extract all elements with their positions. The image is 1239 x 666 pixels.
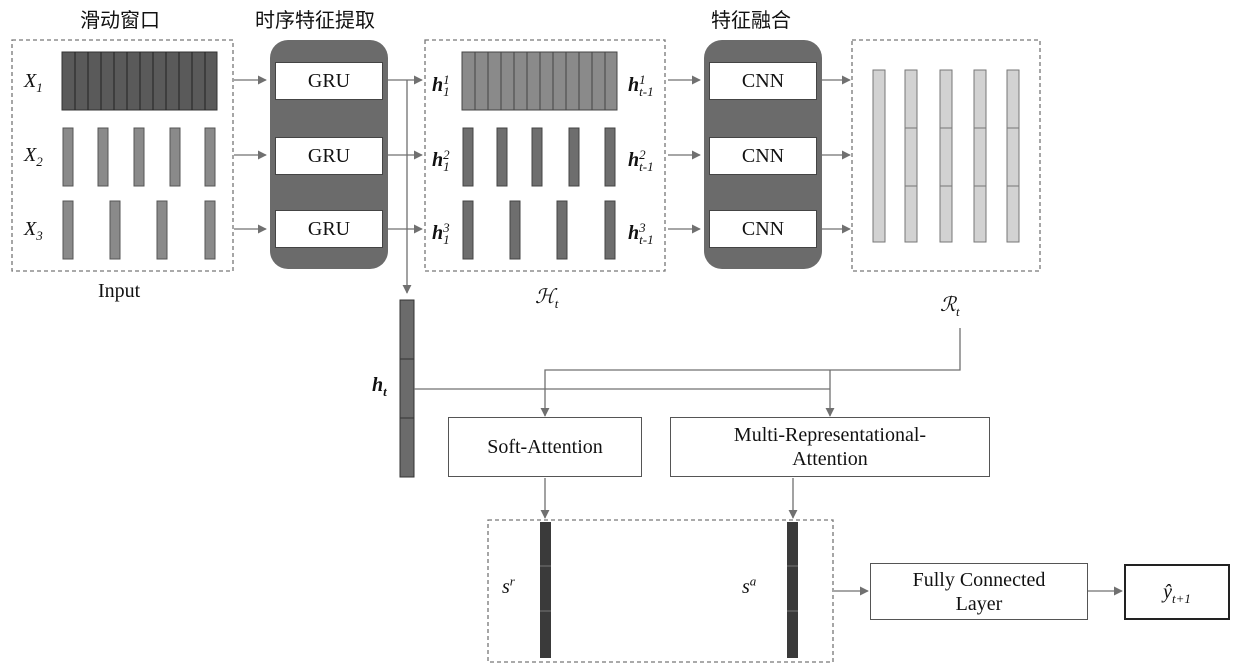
h1-sequence	[461, 51, 618, 111]
fc-line2: Layer	[955, 592, 1003, 615]
R-t-label: ℛt	[940, 294, 960, 319]
x1-label: X1	[24, 70, 43, 95]
cnn-cell-3: CNN	[709, 210, 817, 248]
multi-rep-attention-box: Multi-Representational- Attention	[670, 417, 990, 477]
x2-label: X2	[24, 144, 43, 169]
h2-sequence	[462, 127, 616, 187]
header-temporal-feature: 时序特征提取	[255, 8, 375, 32]
output-label: ŷt+1	[1163, 581, 1191, 606]
sr-column	[540, 522, 551, 658]
input-label: Input	[98, 280, 141, 302]
sa-column	[787, 522, 798, 658]
x2-sequence	[62, 127, 216, 187]
r-columns	[872, 69, 1020, 243]
multi-rep-attention-line1: Multi-Representational-	[733, 424, 927, 446]
H-t-label: ℋt	[535, 286, 559, 311]
soft-attention-box: Soft-Attention	[448, 417, 642, 477]
x1-sequence	[61, 51, 218, 111]
output-box: ŷt+1	[1124, 564, 1230, 620]
x3-label: X3	[24, 218, 43, 243]
sa-label: sa	[742, 573, 757, 598]
sr-label: sr	[502, 573, 515, 598]
gru-cell-1: GRU	[275, 62, 383, 100]
cnn-cell-1: CNN	[709, 62, 817, 100]
ht-column	[399, 299, 415, 478]
input-window-box	[11, 39, 234, 272]
x3-sequence	[62, 200, 216, 260]
header-sliding-window: 滑动窗口	[80, 8, 160, 32]
gru-cell-2: GRU	[275, 137, 383, 175]
context-box	[487, 519, 834, 663]
hidden-states-box	[424, 39, 666, 272]
h3-sequence	[462, 200, 616, 260]
representations-box	[851, 39, 1041, 272]
multi-rep-attention-line2: Attention	[792, 448, 868, 470]
ht-label: ht	[372, 374, 387, 399]
cnn-cell-2: CNN	[709, 137, 817, 175]
gru-cell-3: GRU	[275, 210, 383, 248]
fully-connected-layer-box: Fully Connected Layer	[870, 563, 1088, 620]
header-feature-fusion: 特征融合	[711, 8, 791, 32]
fc-line1: Fully Connected	[912, 568, 1046, 591]
arrow-r-attention	[540, 328, 961, 417]
